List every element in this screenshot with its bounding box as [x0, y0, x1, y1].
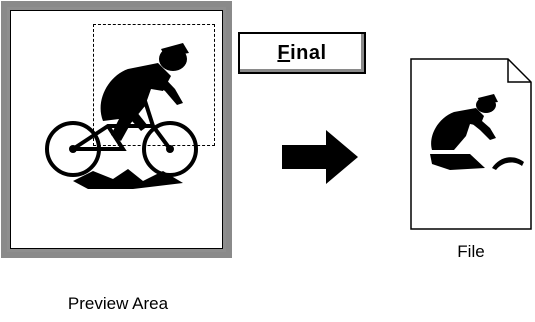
preview-area-canvas[interactable]: [10, 10, 223, 249]
cyclist-image: [45, 43, 198, 189]
cyclist-crop-image: [430, 94, 524, 170]
right-arrow-icon: [282, 130, 358, 184]
final-button-label: inal: [290, 41, 327, 64]
document-icon: [410, 58, 532, 230]
preview-area-frame: [1, 1, 232, 258]
file-label: File: [457, 242, 485, 261]
preview-area-label: Preview Area: [67, 294, 169, 313]
final-button-mnemonic: F: [277, 41, 291, 64]
crop-marquee[interactable]: [93, 24, 215, 146]
